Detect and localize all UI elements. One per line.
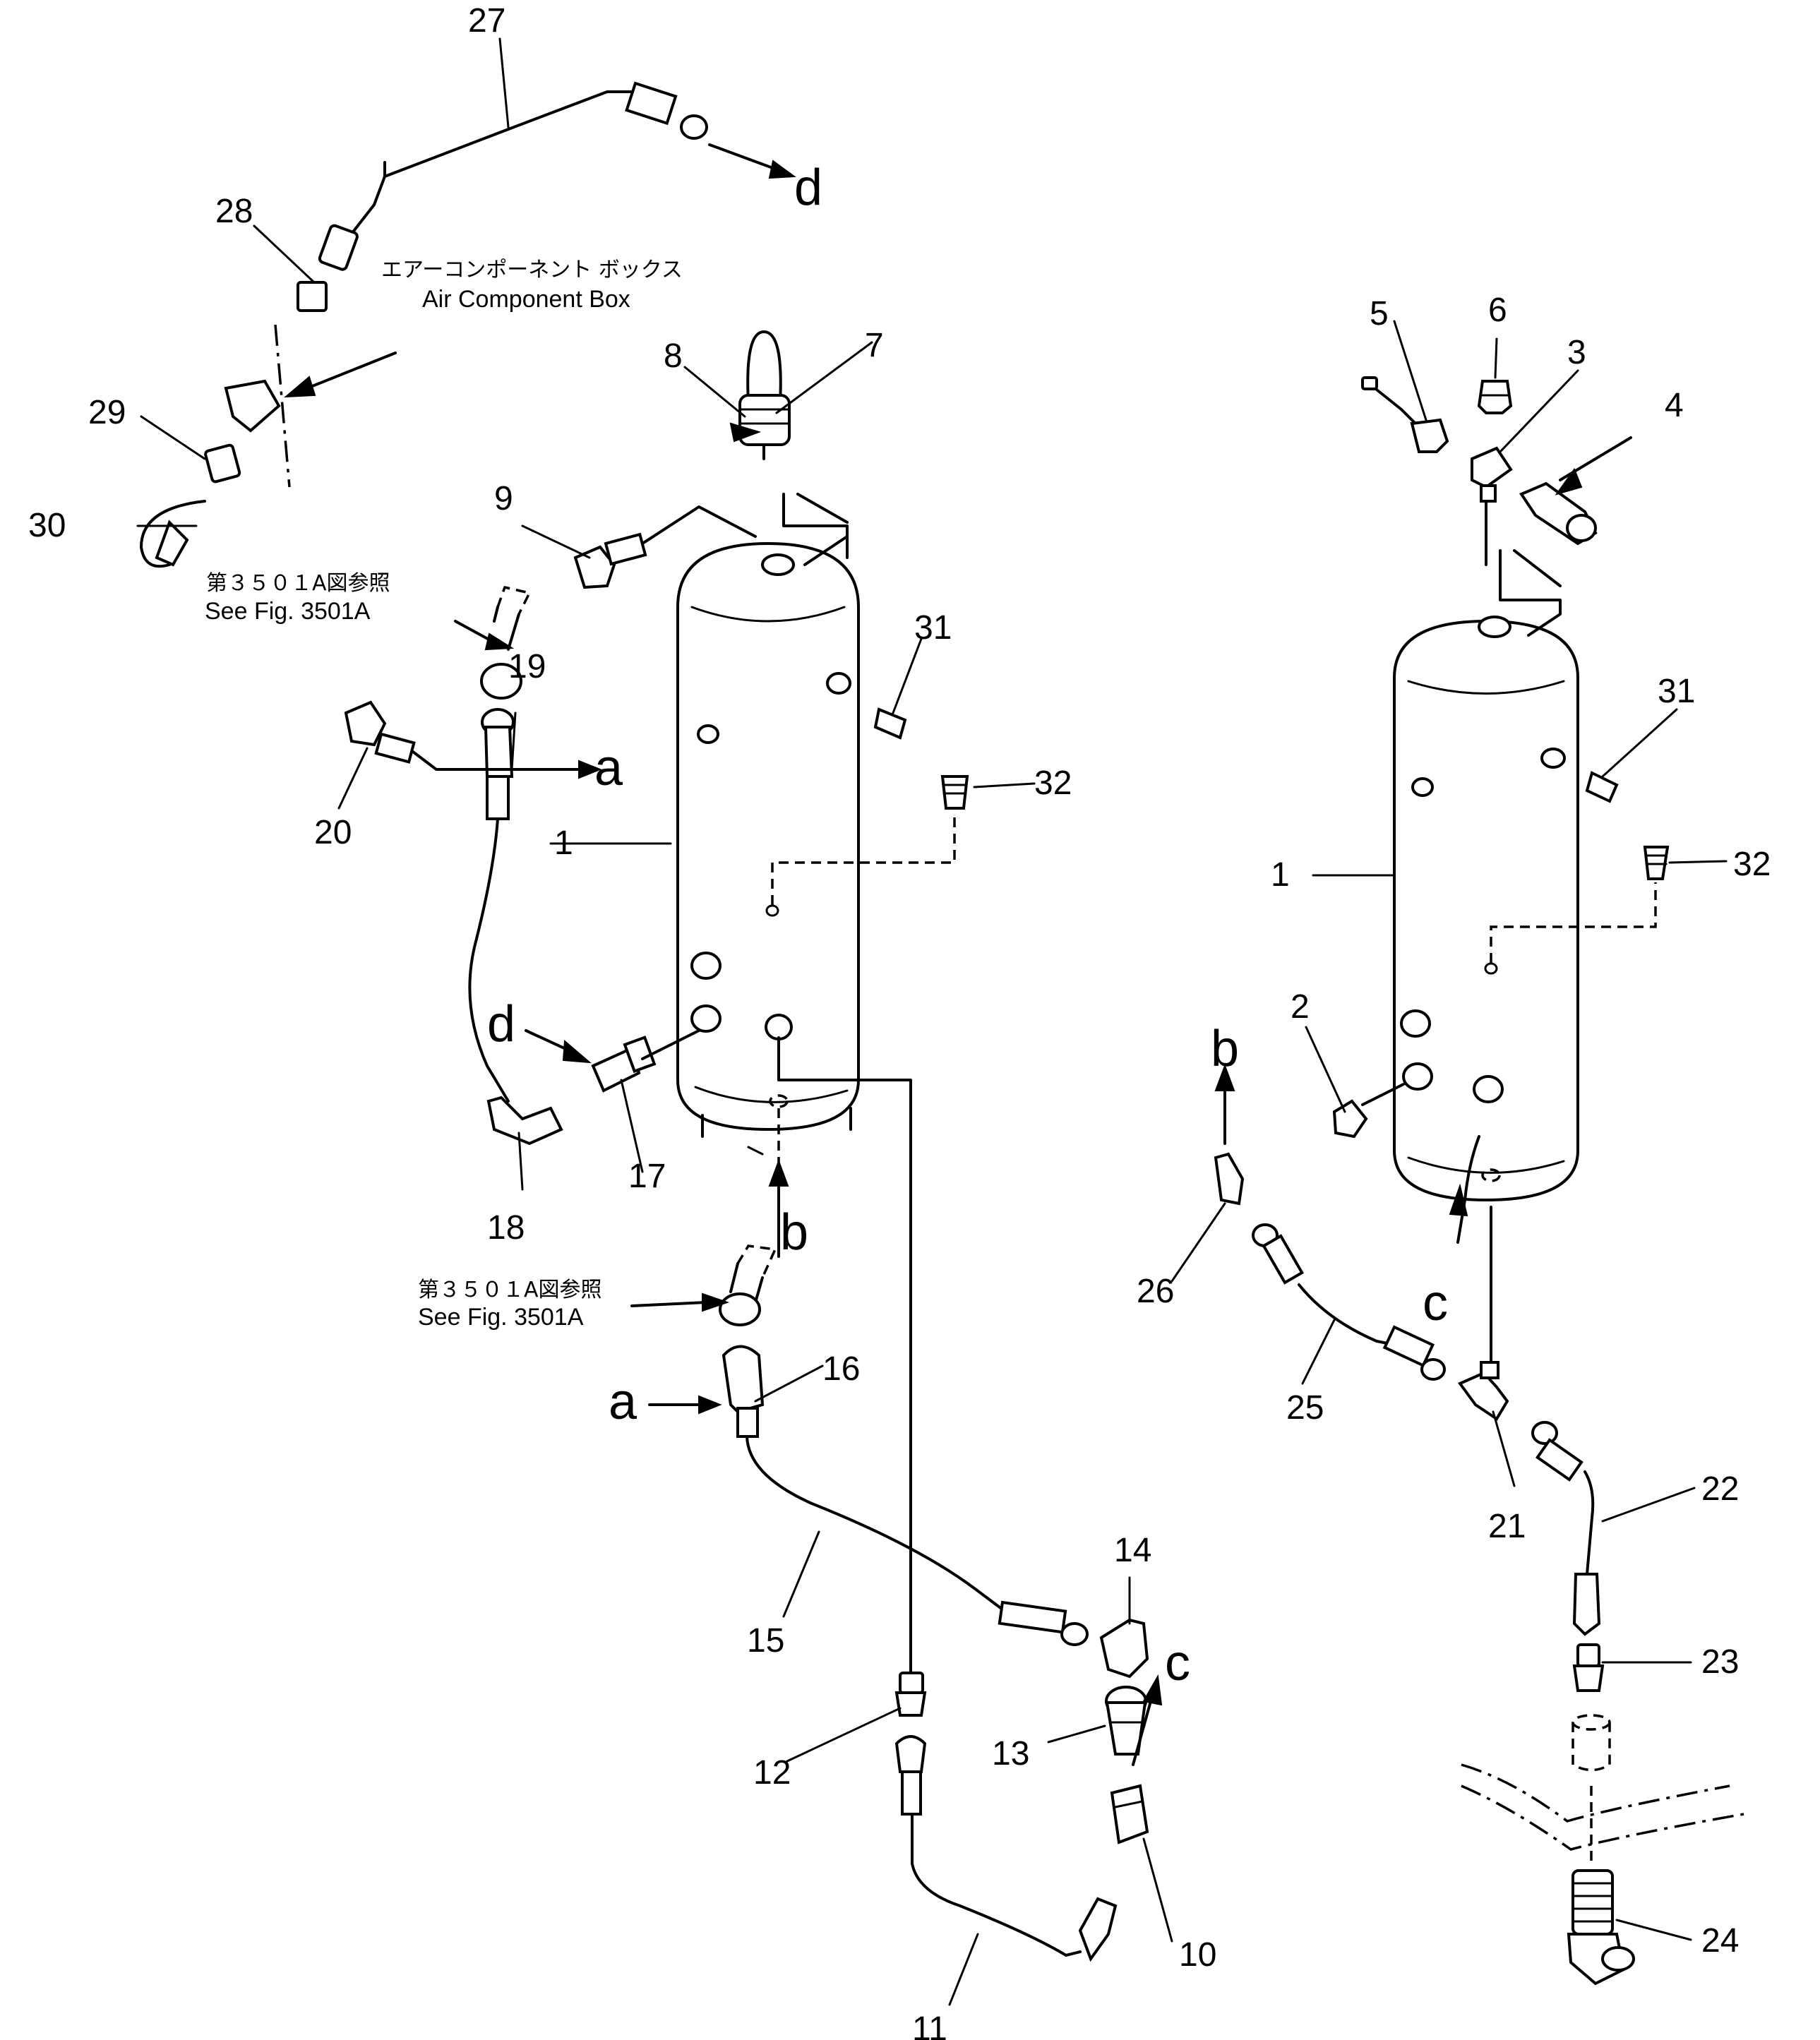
plug-32-right	[1643, 846, 1670, 880]
label-27: 27	[468, 2, 505, 40]
elbow-18	[486, 1096, 563, 1146]
note-see-fig-jp-top: 第３５０１A図参照	[206, 571, 390, 596]
hose-end-11-top	[894, 1735, 927, 1816]
label-29: 29	[88, 394, 126, 431]
label-31-left: 31	[914, 609, 952, 647]
air-tank-right	[1393, 549, 1579, 1202]
plug-2	[1332, 1099, 1368, 1139]
label-6: 6	[1488, 292, 1507, 329]
coupling-19	[480, 663, 522, 820]
letter-c-left: c	[1165, 1635, 1190, 1691]
connector-23	[1572, 1643, 1605, 1692]
plug-31-left	[873, 707, 907, 740]
coupling-16	[719, 1292, 765, 1438]
bolt-9	[573, 532, 647, 589]
hose-end-25-bottom	[1382, 1325, 1446, 1381]
label-5: 5	[1370, 295, 1389, 332]
hose-end-22-bottom	[1572, 1573, 1601, 1636]
label-7: 7	[865, 327, 884, 364]
connector-letters: d a d b a c b c	[487, 160, 1448, 1691]
label-24: 24	[1701, 1922, 1739, 1960]
tank-wall-section	[1461, 1714, 1744, 1864]
letter-d-left: d	[487, 996, 515, 1052]
label-32-left: 32	[1034, 764, 1072, 802]
label-25: 25	[1286, 1389, 1324, 1427]
notes: エアーコンポーネント ボックス Air Component Box 第３５０１A…	[205, 258, 683, 1331]
label-12: 12	[753, 1754, 791, 1792]
note-air-box-en: Air Component Box	[422, 286, 630, 313]
label-1-right: 1	[1271, 856, 1290, 894]
letter-a-left: a	[609, 1374, 637, 1430]
label-8: 8	[664, 337, 683, 375]
tee-17	[591, 1036, 657, 1093]
switch-4	[1519, 481, 1598, 546]
label-31-right: 31	[1658, 673, 1695, 710]
label-20: 20	[314, 814, 352, 851]
leader-lines	[136, 37, 1728, 2006]
plug-31-right	[1585, 771, 1619, 803]
note-see-fig-jp-bottom: 第３５０１A図参照	[418, 1278, 602, 1302]
fitting-29	[204, 443, 241, 484]
label-1-left: 1	[554, 824, 573, 862]
air-tank-left	[676, 493, 860, 1138]
letter-a-right: a	[594, 740, 623, 796]
label-4: 4	[1665, 387, 1684, 424]
label-19: 19	[508, 648, 546, 685]
label-32-right: 32	[1733, 846, 1771, 883]
label-30: 30	[28, 507, 66, 544]
part-numbers: 27 28 29 30 8 7 9 31 32 1 19 20 18 17 16…	[28, 2, 1771, 2040]
label-13: 13	[992, 1735, 1029, 1772]
hose-end-15	[998, 1600, 1089, 1646]
drain-valve-24	[1567, 1869, 1635, 1986]
label-15: 15	[747, 1622, 784, 1660]
tee-21	[1457, 1361, 1509, 1421]
label-26: 26	[1137, 1273, 1174, 1310]
hose-end-27	[625, 81, 708, 140]
label-23: 23	[1701, 1643, 1739, 1681]
label-16: 16	[822, 1350, 860, 1388]
letter-b-left: b	[780, 1204, 808, 1261]
air-component-box-bracket	[224, 324, 291, 488]
label-11: 11	[912, 2010, 947, 2040]
left-tank-assembly	[140, 81, 1163, 1962]
hose-end-22-top	[1531, 1421, 1583, 1482]
eye-bolt-7	[738, 330, 791, 460]
coupling-13	[1105, 1686, 1147, 1756]
label-21: 21	[1488, 1508, 1526, 1545]
fitting-10	[1110, 1784, 1149, 1844]
plug-6	[1477, 380, 1513, 414]
hose-end-11-bottom	[1078, 1897, 1118, 1962]
clip-30	[140, 500, 206, 568]
bolt-20	[344, 700, 416, 764]
label-9: 9	[494, 480, 513, 517]
connector-12	[894, 1672, 927, 1717]
label-28: 28	[215, 193, 253, 230]
plug-32-left	[940, 775, 969, 810]
label-3: 3	[1567, 334, 1586, 371]
letter-d-top: d	[794, 160, 822, 216]
letter-b-right: b	[1211, 1021, 1239, 1077]
note-see-fig-en-bottom: See Fig. 3501A	[418, 1304, 584, 1331]
note-see-fig-en-top: See Fig. 3501A	[205, 598, 371, 625]
label-22: 22	[1701, 1470, 1739, 1508]
note-air-box-jp: エアーコンポーネント ボックス	[381, 258, 683, 282]
label-2: 2	[1291, 988, 1310, 1026]
label-18: 18	[487, 1209, 525, 1247]
label-14: 14	[1114, 1532, 1151, 1569]
right-tank-assembly	[1214, 376, 1744, 1986]
label-17: 17	[628, 1158, 666, 1195]
elbow-26	[1214, 1152, 1245, 1206]
hose-end-25-top	[1252, 1223, 1304, 1285]
fitting-28	[297, 224, 359, 312]
block-3	[1471, 446, 1513, 503]
sender-5	[1361, 376, 1449, 453]
elbow-14	[1099, 1618, 1149, 1679]
label-10: 10	[1179, 1936, 1216, 1974]
letter-c-right: c	[1423, 1275, 1448, 1331]
